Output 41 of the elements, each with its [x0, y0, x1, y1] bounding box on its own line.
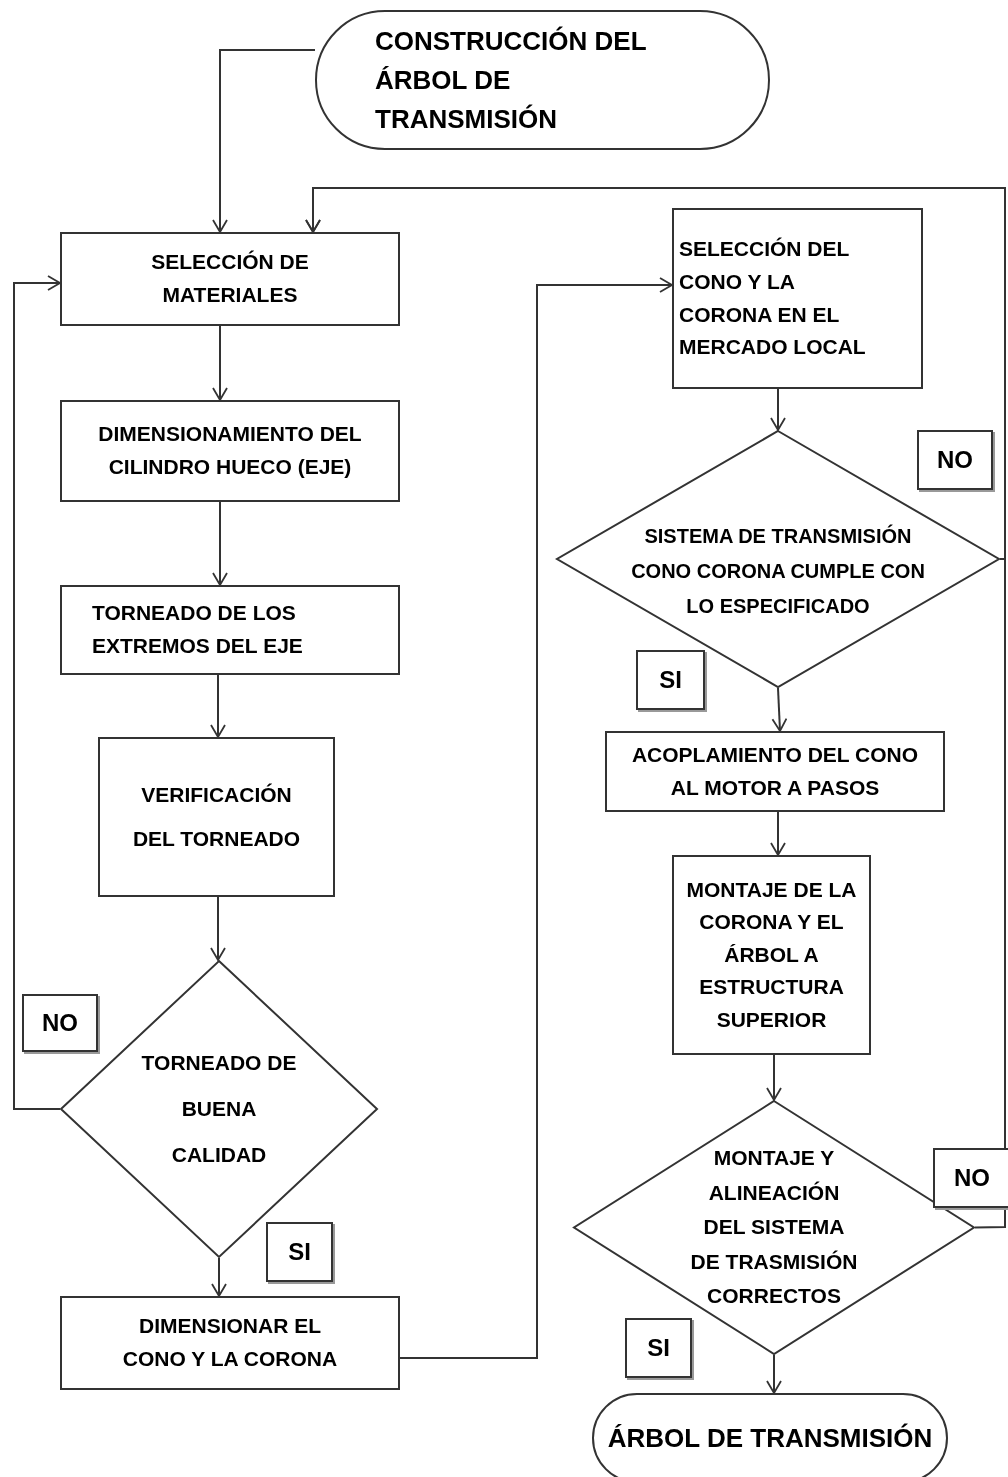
node-text: SELECCIÓN DEL CONO Y LA CORONA EN EL MERCADO LOCAL: [679, 236, 867, 361]
answer-tag: NO: [22, 994, 98, 1052]
arrow: [212, 325, 228, 401]
node-text: DIMENSIONAR EL CONO Y LA CORONA: [121, 1313, 339, 1372]
arrow: [13, 275, 61, 1110]
node-text: ÁRBOL DE TRANSMISIÓN: [607, 1421, 933, 1455]
arrow: [399, 277, 673, 1359]
process-box: [98, 737, 335, 897]
node-text: MONTAJE Y ALINEACIÓN DEL SISTEMA DE TRASMISIÓN CORRECTOS: [689, 1144, 859, 1310]
arrow: [771, 687, 788, 732]
answer-tag: SI: [636, 650, 705, 710]
node-text: DIMENSIONAMIENTO DEL CILINDRO HUECO (EJE): [97, 421, 363, 480]
arrow: [212, 501, 228, 586]
process-box: [605, 731, 945, 812]
process-box: [672, 208, 923, 389]
process-box: [672, 855, 871, 1055]
process-box: [60, 232, 400, 326]
node-text: VERIFICACIÓN DEL TORNEADO: [131, 781, 302, 852]
arrow: [770, 388, 786, 431]
arrow: [211, 1257, 227, 1297]
node-text: TORNEADO DE LOS EXTREMOS DEL EJE: [92, 600, 304, 659]
answer-tag: NO: [933, 1148, 1008, 1208]
arrow: [305, 187, 1006, 1229]
arrow: [210, 896, 226, 961]
arrow: [210, 674, 226, 738]
node-text: TORNEADO DE BUENA CALIDAD: [140, 1049, 298, 1169]
node-text: MONTAJE DE LA CORONA Y EL ÁRBOL A ESTRUCTURA SUPERIOR: [686, 876, 857, 1033]
process-box: [60, 400, 400, 502]
arrow: [766, 1354, 782, 1394]
arrow: [766, 1054, 782, 1101]
node-text: SELECCIÓN DE MATERIALES: [150, 249, 310, 308]
node-text: SISTEMA DE TRANSMISIÓN CONO CORONA CUMPLE CON LO ESPECIFICADO: [630, 523, 926, 619]
node-text: ACOPLAMIENTO DEL CONO AL MOTOR A PASOS: [630, 741, 920, 801]
arrow: [770, 811, 786, 856]
answer-tag: SI: [625, 1318, 692, 1378]
answer-tag: NO: [917, 430, 993, 490]
arrow: [212, 49, 316, 233]
process-box: [60, 585, 400, 675]
node-text: CONSTRUCCIÓN DEL ÁRBOL DE TRANSMISIÓN: [375, 24, 648, 136]
answer-tag: SI: [266, 1222, 333, 1282]
process-box: [60, 1296, 400, 1390]
